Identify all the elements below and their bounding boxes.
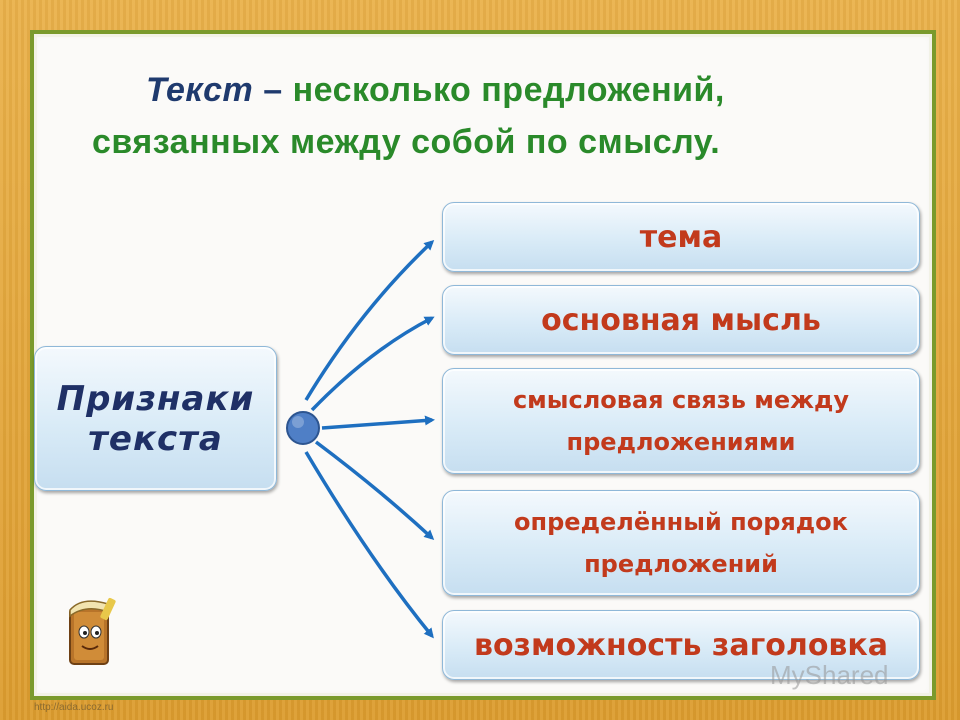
- feature-main-idea-label: основная мысль: [541, 302, 821, 338]
- heading-term: Текст: [146, 71, 254, 109]
- feature-sentence-order: определённый порядок предложений: [442, 490, 920, 596]
- definition-heading: Текст – несколько предложений, связанных…: [60, 64, 900, 168]
- feature-topic-label: тема: [639, 219, 723, 255]
- text-features-line-1: Признаки: [56, 378, 255, 419]
- feature-title-possibility: возможность заголовка: [442, 610, 920, 680]
- text-features-box: Признаки текста: [34, 346, 277, 491]
- feature-sentence-order-line-2: предложений: [584, 550, 778, 578]
- heading-line-2: связанных между собой по смыслу.: [92, 123, 721, 161]
- hub-circle-icon: [286, 411, 320, 445]
- feature-sentence-order-line-1: определённый порядок: [514, 508, 848, 536]
- footer-url: http://aida.ucoz.ru: [34, 702, 114, 713]
- arrow-to-feature-2: [310, 316, 435, 412]
- heading-line-1-rest: несколько предложений,: [292, 71, 725, 109]
- watermark-text: MyShared: [770, 660, 889, 690]
- feature-semantic-link: смысловая связь между предложениями: [442, 368, 920, 474]
- feature-semantic-link-line-2: предложениями: [566, 428, 796, 456]
- feature-topic: тема: [442, 202, 920, 272]
- book-mascot-icon: [69, 597, 116, 665]
- arrow-to-feature-5: [304, 451, 434, 639]
- arrow-to-feature-4: [314, 440, 435, 541]
- feature-semantic-link-line-1: смысловая связь между: [512, 386, 850, 414]
- heading-dash: –: [253, 71, 293, 109]
- arrow-to-feature-1: [304, 239, 435, 401]
- heading-line-1: Текст – несколько предложений,: [60, 64, 900, 116]
- feature-title-possibility-label: возможность заголовка: [473, 627, 889, 663]
- feature-main-idea: основная мысль: [442, 285, 920, 355]
- arrow-to-feature-3: [321, 415, 435, 430]
- text-features-line-2: текста: [88, 418, 223, 459]
